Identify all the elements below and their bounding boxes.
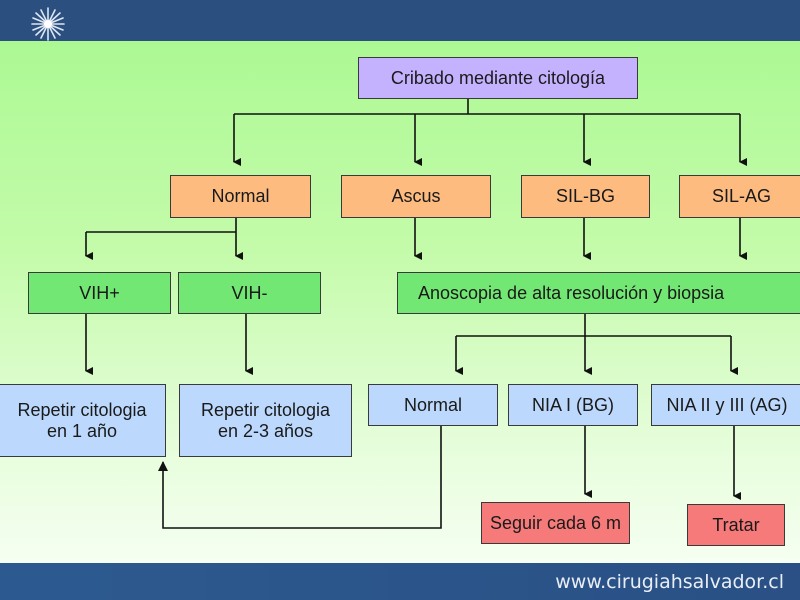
footer-bar: www.cirugiahsalvador.cl [0, 563, 800, 600]
starburst-logo-icon [31, 7, 65, 41]
footer-url: www.cirugiahsalvador.cl [555, 571, 784, 593]
node-normal-result: Normal [368, 384, 498, 426]
node-sil-ag: SIL-AG [679, 175, 800, 218]
node-repetir-1-ano: Repetir citologia en 1 año [0, 384, 166, 457]
node-anoscopia: Anoscopia de alta resolución y biopsia [397, 272, 800, 314]
node-repetir-2-3-anos-line2: en 2-3 años [217, 420, 314, 441]
node-repetir-2-3-anos-line1: Repetir citologia [200, 399, 331, 420]
node-repetir-1-ano-line2: en 1 año [46, 420, 118, 441]
node-nia-i-bg: NIA I (BG) [508, 384, 638, 426]
node-vih-positive: VIH+ [28, 272, 171, 314]
node-repetir-1-ano-line1: Repetir citologia [17, 399, 147, 420]
node-sil-bg: SIL-BG [521, 175, 650, 218]
node-tratar: Tratar [687, 504, 785, 546]
node-nia-ii-iii-ag: NIA II y III (AG) [651, 384, 800, 426]
node-seguir-6m: Seguir cada 6 m [481, 502, 630, 544]
node-vih-negative: VIH- [178, 272, 321, 314]
node-ascus: Ascus [341, 175, 491, 218]
node-repetir-2-3-anos: Repetir citologia en 2-3 años [179, 384, 352, 457]
node-normal: Normal [170, 175, 311, 218]
node-cribado: Cribado mediante citología [358, 57, 638, 99]
header-bar [0, 0, 800, 41]
